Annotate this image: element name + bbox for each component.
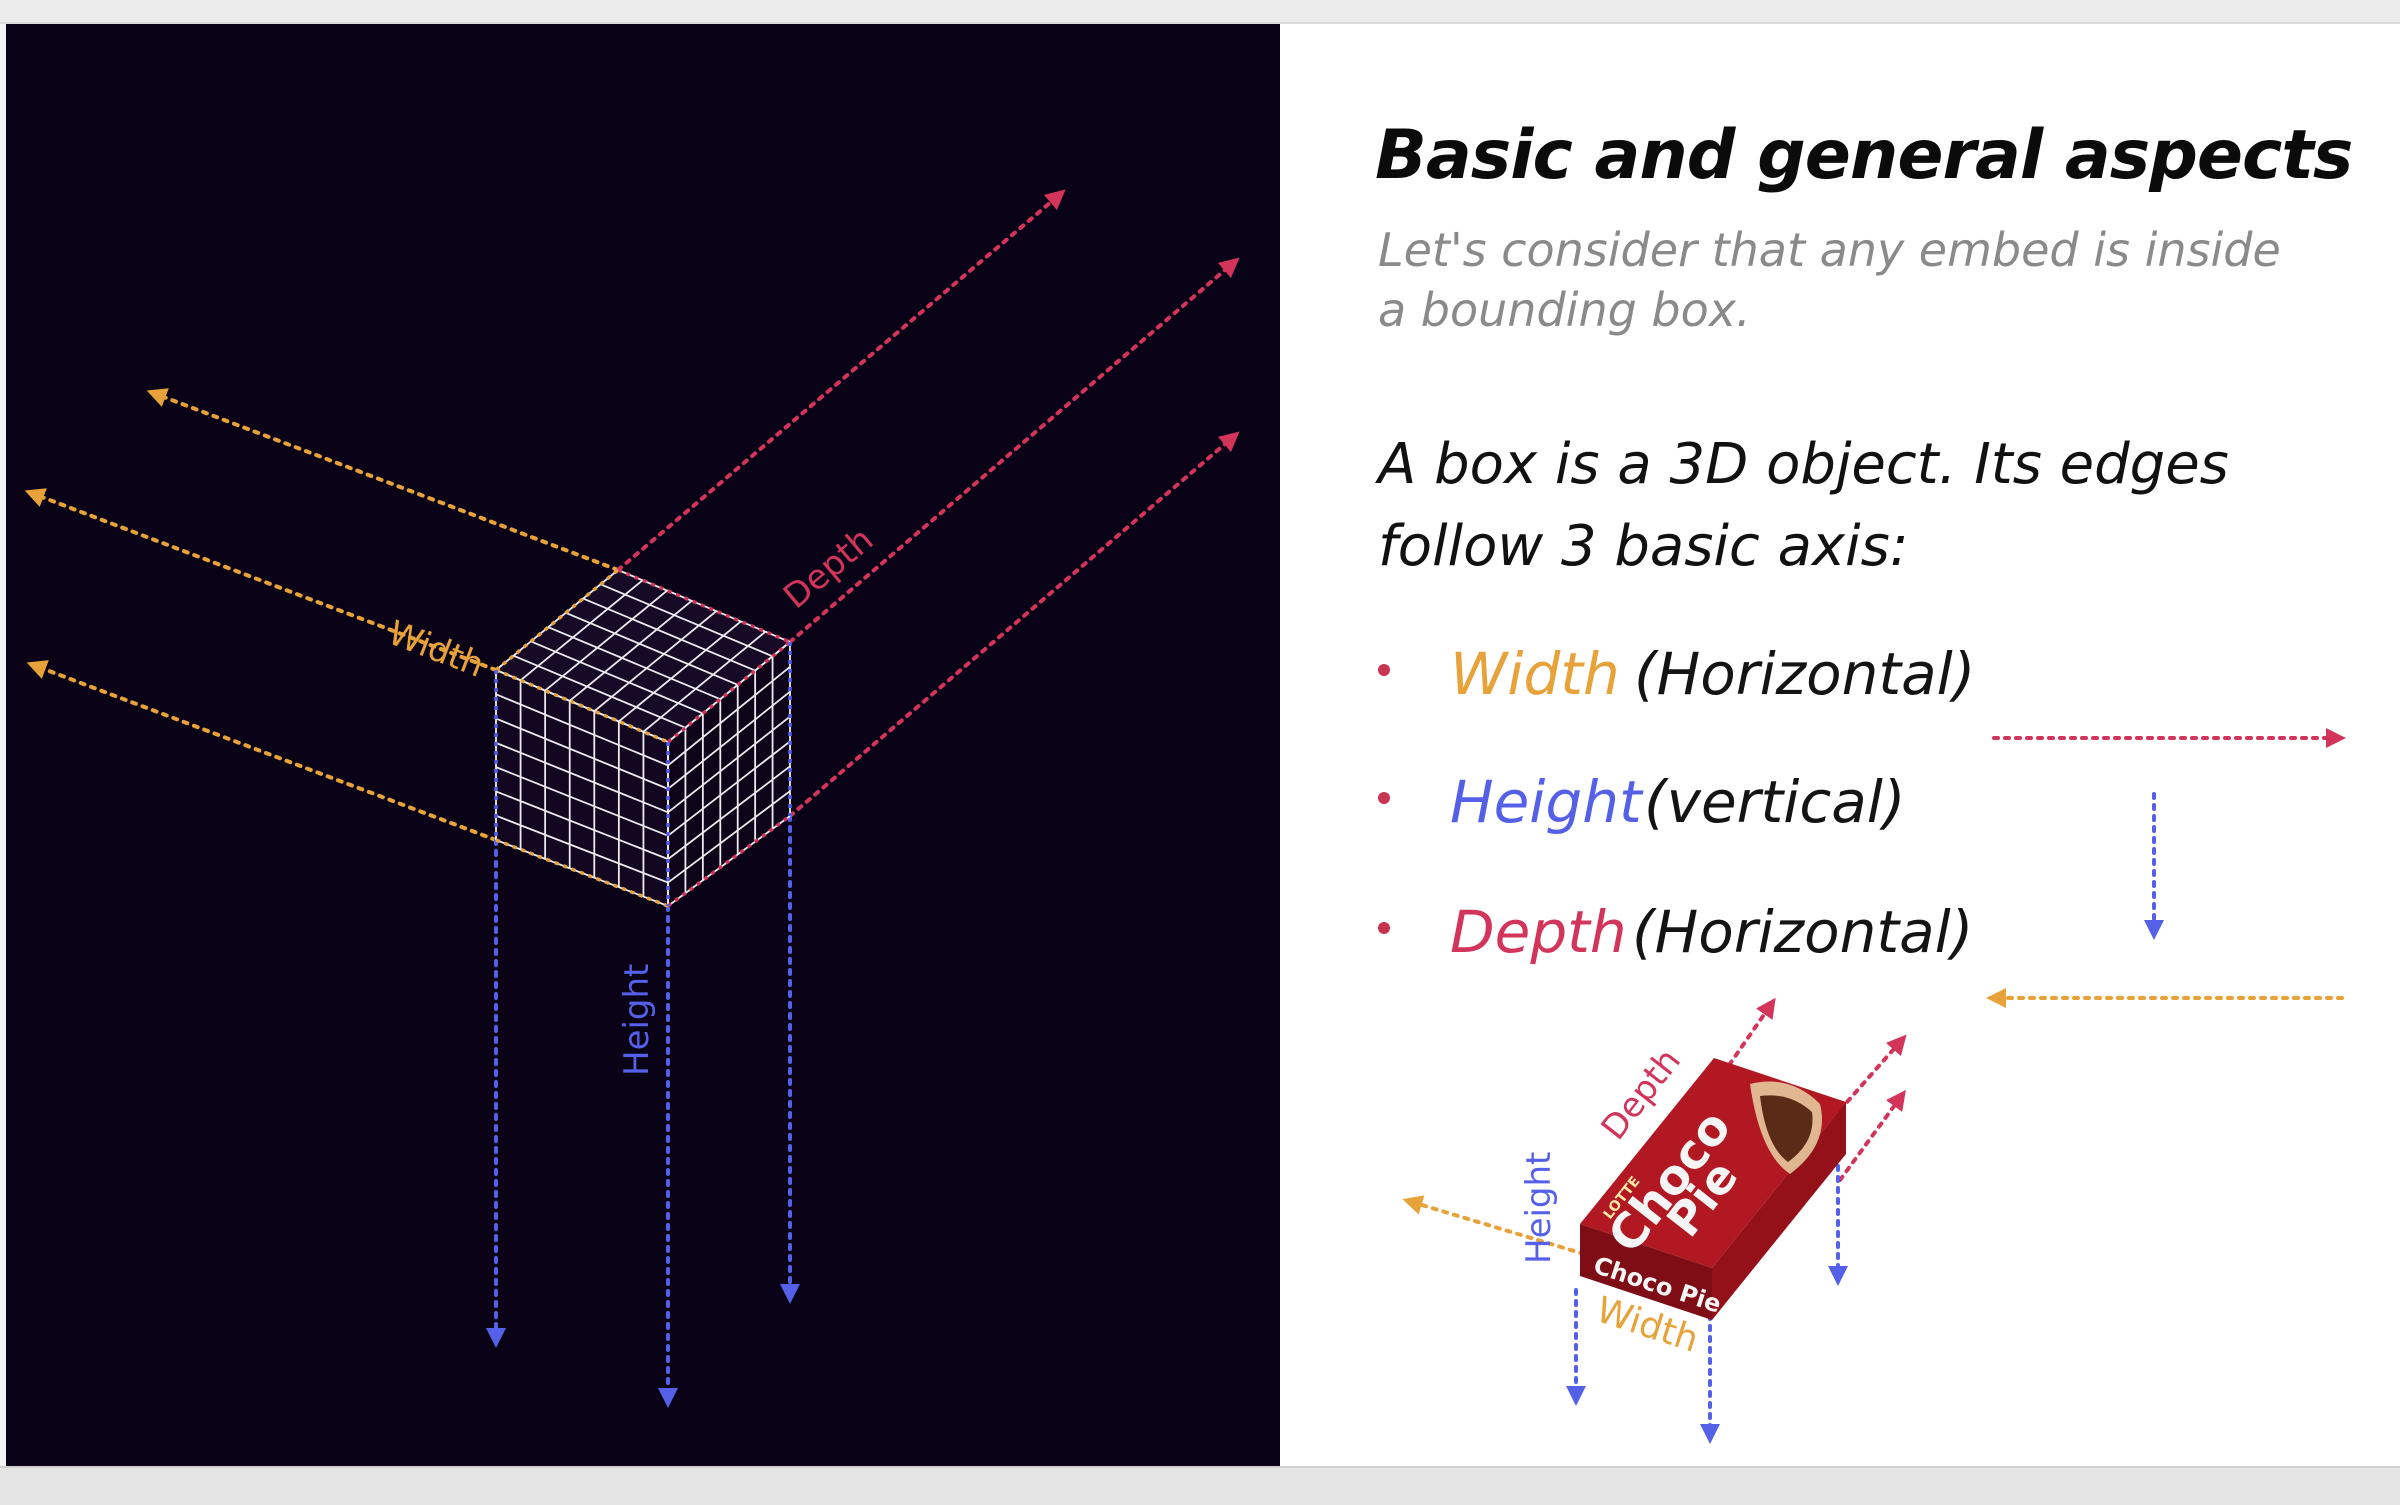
- text-panel: Basic and general aspects Let's consider…: [1280, 24, 2400, 1466]
- cube-diagram: Width Depth Height: [24, 189, 1240, 1408]
- axis-label: Depth: [1450, 898, 1627, 966]
- cube-diagram-panel: Width Depth Height: [6, 24, 1280, 1466]
- wireframe-cube: [494, 568, 792, 908]
- slide-subtitle: Let's consider that any embed is inside …: [1378, 223, 2281, 337]
- bullet: [1378, 664, 1390, 676]
- width-axis-line: [26, 660, 498, 842]
- product-height-label: Height: [1519, 1152, 1559, 1264]
- slide-title: Basic and general aspects: [1375, 116, 2353, 195]
- depth-axis-line: [616, 189, 1066, 572]
- slide-body: A box is a 3D object. Its edges follow 3…: [1378, 432, 2229, 579]
- axis-desc: (Horizontal): [1634, 640, 1976, 708]
- bottom-strip: [0, 1466, 2400, 1505]
- bullet: [1378, 792, 1390, 804]
- width-axis-line: [146, 388, 620, 572]
- top-strip: [0, 0, 2400, 24]
- depth-axis-line: [788, 257, 1240, 644]
- bullet: [1378, 922, 1390, 934]
- legend-and-product: LOTTE Choco Pie Choco Pie Width Depth He…: [1402, 728, 2346, 1444]
- depth-label: Depth: [776, 520, 881, 617]
- axis-label: Width: [1450, 640, 1620, 708]
- axis-desc: (vertical): [1644, 768, 1906, 836]
- width-axis-line: [24, 488, 498, 672]
- axis-desc: (Horizontal): [1632, 898, 1974, 966]
- width-label: Width: [383, 613, 490, 686]
- depth-axis-line: [788, 431, 1240, 818]
- height-label: Height: [617, 964, 657, 1076]
- axis-label: Height: [1450, 768, 1642, 836]
- choco-pie-box: LOTTE Choco Pie Choco Pie Width Depth He…: [1402, 997, 1907, 1444]
